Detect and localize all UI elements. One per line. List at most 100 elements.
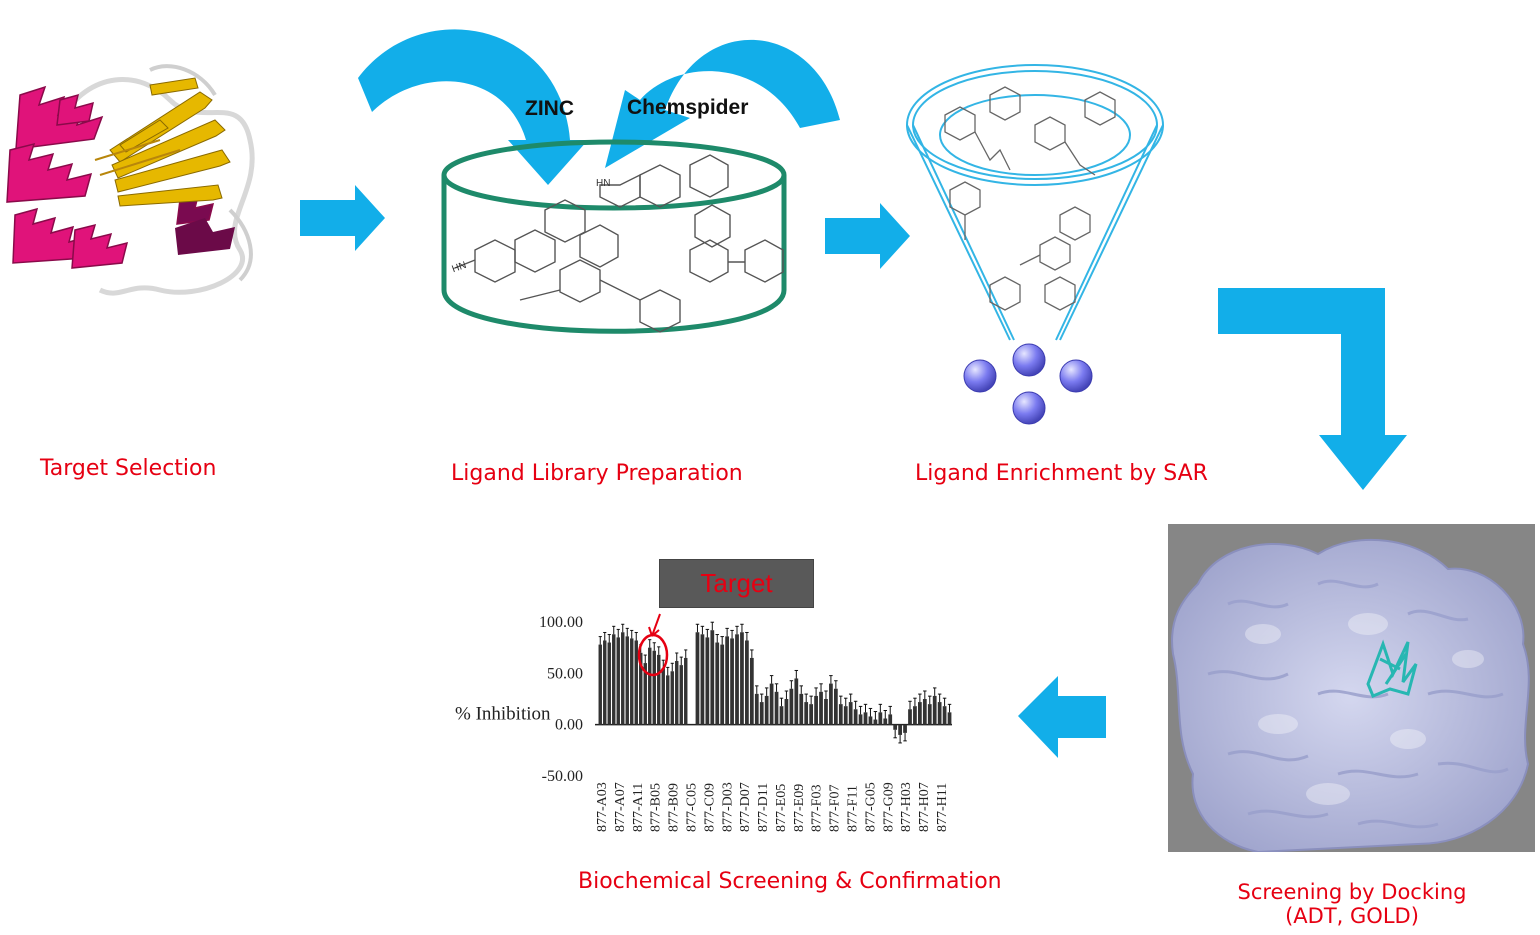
group1-bar (684, 657, 688, 725)
group1-bar (621, 632, 625, 725)
x-tick-label: 877-B05 (649, 783, 664, 832)
group2-bar (868, 716, 873, 725)
group2-bar (779, 706, 784, 725)
protein-structure-icon (6, 64, 255, 296)
group2-bar (819, 691, 823, 725)
group2-bar (710, 630, 715, 725)
target-label-box: Target (659, 559, 814, 608)
x-tick-label: 877-G09 (881, 782, 896, 832)
docking-label-line2: (ADT, GOLD) (1285, 904, 1419, 928)
arrow-right-2 (825, 203, 910, 269)
x-tick-label: 877-D07 (738, 782, 753, 832)
x-tick-label: 877-H11 (935, 783, 950, 832)
protein-surface-icon (1171, 538, 1530, 852)
biochemical-screening-label: Biochemical Screening & Confirmation (578, 869, 1002, 894)
x-tick-label: 877-D11 (756, 783, 771, 832)
y-tick-label: -50.00 (542, 768, 583, 785)
group1-bar (652, 650, 656, 725)
group2-bar (774, 691, 779, 725)
target-selection-label: Target Selection (40, 456, 217, 481)
group2-bar (853, 709, 858, 725)
group1-bar (598, 644, 602, 725)
group2-bar (809, 704, 814, 725)
group2-bar (848, 702, 853, 725)
group1-bar (616, 637, 620, 725)
x-tick-label: 877-A03 (595, 782, 610, 832)
group2-bar (843, 706, 848, 725)
group2-bar (888, 714, 893, 725)
y-tick-label: 100.00 (539, 614, 583, 631)
group2-bar (764, 695, 769, 725)
group1-bar (634, 640, 638, 725)
group2-bar (898, 724, 902, 735)
group2-bar (740, 632, 744, 725)
x-tick-label: 877-G05 (863, 782, 878, 832)
group2-bar (873, 719, 878, 725)
group1-bar (675, 661, 679, 725)
group2-bar (917, 702, 922, 725)
group1-bar (670, 671, 674, 725)
docking-surface-image (1168, 524, 1535, 852)
y-tick-label: 50.00 (547, 665, 583, 682)
group2-bar (824, 699, 828, 725)
group2-bar (829, 683, 833, 725)
group2-bar (794, 678, 799, 725)
sar-funnel (906, 64, 1164, 341)
group1-bar (648, 647, 652, 725)
group2-bar (913, 706, 917, 725)
group1-bar (679, 665, 683, 725)
arrow-left (1018, 676, 1106, 758)
group1-bar (657, 654, 661, 725)
x-tick-label: 877-A07 (613, 782, 628, 832)
x-tick-label: 877-F03 (810, 785, 825, 832)
molecule-sketches-funnel (944, 86, 1116, 311)
group2-bar (858, 714, 863, 725)
target-pointer-arrow (648, 613, 661, 637)
group2-bar (863, 712, 868, 725)
x-tick-label: 877-H03 (899, 782, 914, 832)
group2-bar (745, 640, 749, 725)
group2-bar (804, 702, 809, 725)
group2-bar (735, 634, 739, 725)
ligand-library-label: Ligand Library Preparation (451, 461, 743, 486)
group1-bar (612, 634, 616, 725)
x-tick-label: 877-B09 (667, 783, 682, 832)
docking-label-line1: Screening by Docking (1237, 880, 1467, 904)
x-tick-label: 877-C09 (702, 783, 717, 832)
group1-bar (643, 663, 647, 725)
group2-bar (705, 637, 710, 725)
group1-bar (607, 642, 611, 725)
group2-bar (814, 695, 818, 725)
group2-bar (927, 704, 932, 725)
x-tick-label: 877-H07 (917, 782, 932, 832)
group2-bar (695, 632, 700, 725)
hn-label-1: HN (596, 178, 611, 189)
group2-bar (937, 702, 942, 725)
y-tick-label: 0.00 (555, 717, 583, 734)
group2-bar (838, 704, 843, 725)
group1-bar (661, 668, 665, 725)
group2-bar (942, 706, 947, 725)
group2-bar (789, 688, 794, 725)
group2-bar (715, 642, 720, 725)
ligand-library-cylinder (441, 139, 787, 334)
ligand-enrichment-label: Ligand Enrichment by SAR (915, 461, 1208, 486)
x-tick-label: 877-F11 (846, 785, 861, 832)
group2-bar (759, 702, 764, 725)
group2-bar (878, 712, 883, 725)
group2-bar (947, 712, 952, 725)
x-tick-label: 877-F07 (828, 785, 843, 832)
zinc-label: ZINC (525, 97, 574, 120)
docking-label: Screening by Docking (ADT, GOLD) (1233, 880, 1471, 928)
x-tick-label: 877-E05 (774, 784, 789, 832)
group2-bar (700, 634, 705, 725)
group2-bar (799, 693, 804, 725)
group2-bar (893, 724, 898, 730)
group2-bar (833, 688, 838, 725)
group2-bar (720, 644, 725, 725)
group2-bar (784, 699, 789, 725)
x-tick-label: 877-A11 (631, 783, 646, 832)
group2-bar (754, 693, 759, 725)
